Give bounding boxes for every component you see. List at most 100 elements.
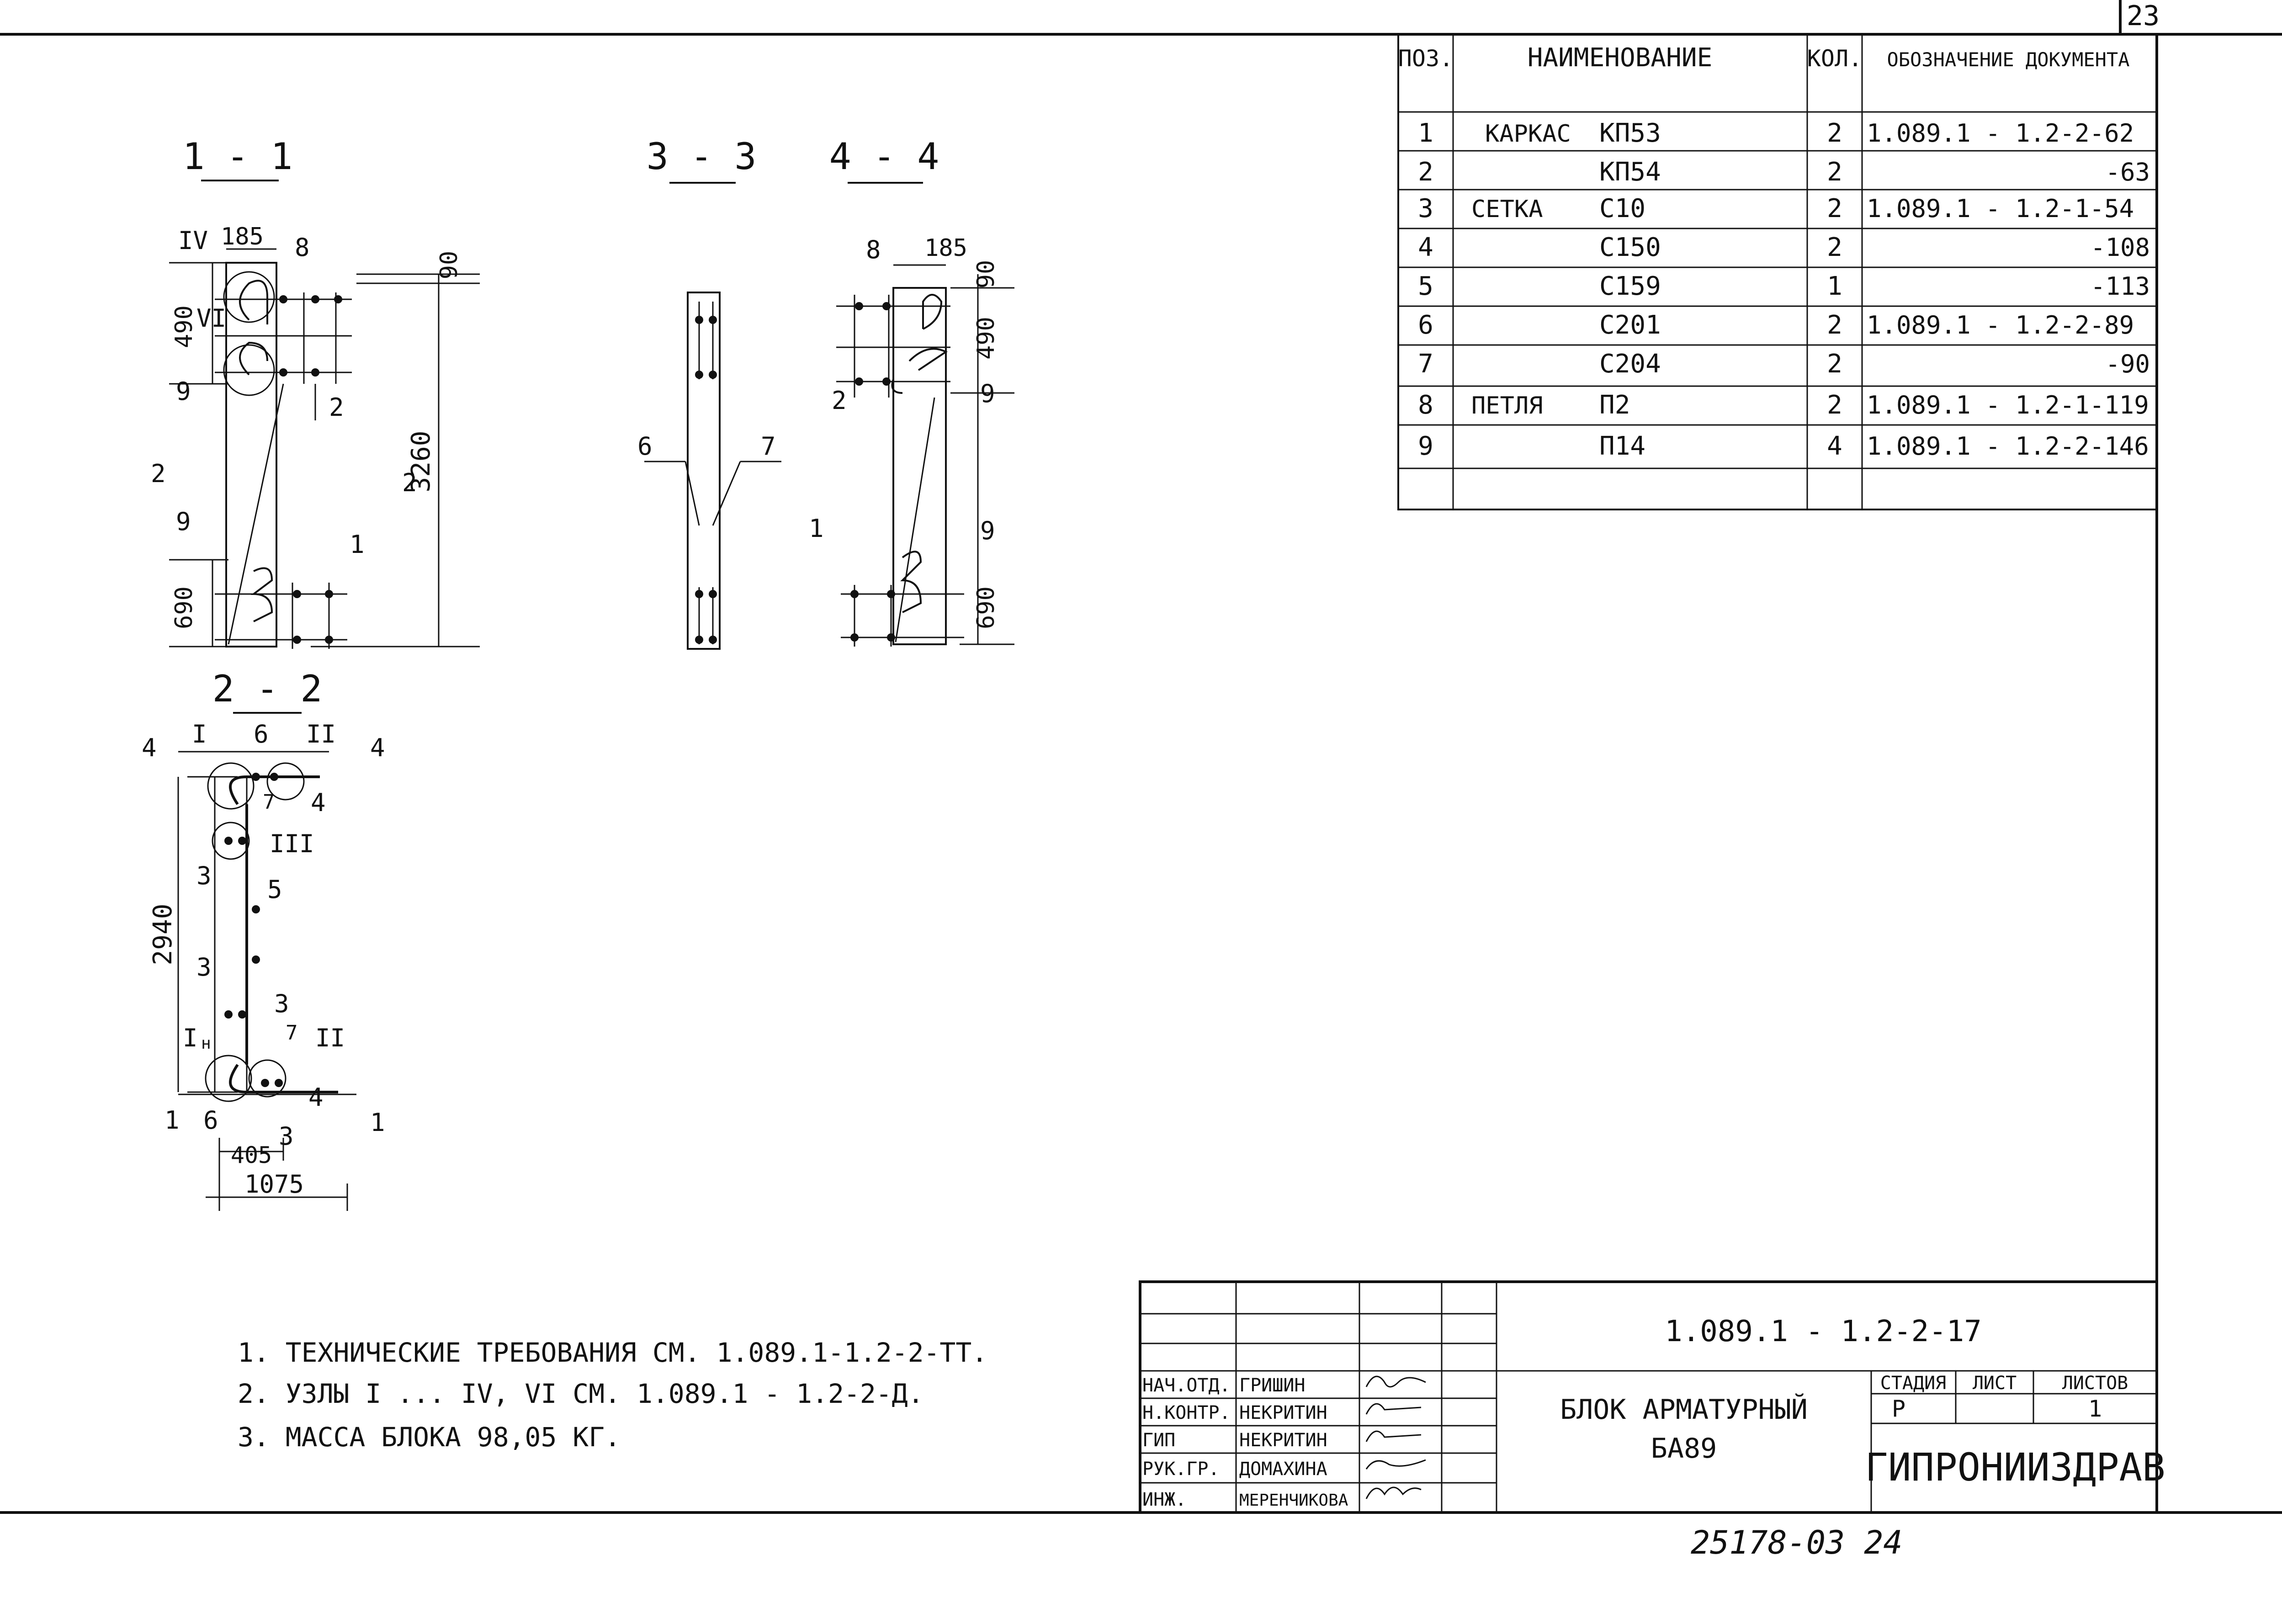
signature-4 (1365, 1459, 1426, 1470)
arrow-2-right: 2 (402, 468, 417, 497)
header-name: НАИМЕНОВАНИЕ (1528, 43, 1713, 73)
title-line1: БЛОК АРМАТУРНЫЙ (1560, 1393, 1808, 1426)
sig-name-3: НЕКРИТИН (1239, 1430, 1327, 1451)
mark-1: 1 (350, 530, 365, 559)
row-7-doc: -90 (2105, 350, 2150, 378)
mark-22-20: 1 (370, 1108, 385, 1137)
row-9-qty: 4 (1827, 431, 1842, 461)
mark-22-8: 3 (196, 861, 212, 890)
sig-role-2: Н.КОНТР. (1142, 1402, 1231, 1423)
row-3-pos: 3 (1418, 194, 1433, 223)
table-row: 9 П14 4 1.089.1 - 1.2-2-146 (1418, 431, 2149, 461)
sig-role-3: ГИП (1142, 1430, 1175, 1451)
mark-22-10: 3 (196, 953, 212, 982)
stage-value: Р (1892, 1396, 1905, 1422)
sheet-number: 23 (2127, 0, 2160, 32)
row-8-qty: 2 (1827, 390, 1842, 420)
mark-8: 8 (295, 233, 310, 262)
row-6-qty: 2 (1827, 310, 1842, 340)
row-2-pos: 2 (1418, 157, 1433, 187)
note-3: 3. МАССА БЛОКА 98,05 КГ. (238, 1422, 621, 1453)
row-1-doc: 1.089.1 - 1.2-2-62 (1867, 119, 2134, 148)
sheets-label: ЛИСТОВ (2062, 1373, 2128, 1394)
mark-22-1: I (192, 720, 207, 748)
sig-name-4: ДОМАХИНА (1239, 1459, 1327, 1480)
sig-name-5: МЕРЕНЧИКОВА (1239, 1491, 1348, 1510)
dim-90: 90 (435, 251, 463, 280)
section-3-3: 3 - 3 6 7 (637, 135, 781, 650)
mark-22-9: 5 (267, 875, 282, 904)
header-doc: ОБОЗНАЧЕНИЕ ДОКУМЕНТА (1887, 48, 2129, 71)
sig-name-1: ГРИШИН (1239, 1375, 1306, 1396)
row-6-doc: 1.089.1 - 1.2-2-89 (1867, 311, 2134, 340)
row-4-pos: 4 (1418, 233, 1433, 262)
mark-2-b: 2 (832, 386, 847, 415)
dim-490-b: 490 (972, 317, 1000, 360)
mark-22-2: 6 (254, 720, 269, 748)
mark-9-b: 9 (980, 379, 995, 408)
mark-22-16: н (201, 1034, 211, 1053)
row-2-mark: КП54 (1599, 157, 1661, 187)
mark-22-14: 4 (308, 1083, 324, 1112)
signature-1 (1365, 1375, 1426, 1388)
table-row: 3 СЕТКА С10 2 1.089.1 - 1.2-1-54 (1418, 194, 2134, 223)
row-8-mark: П2 (1599, 390, 1630, 420)
row-2-qty: 2 (1827, 157, 1842, 187)
header-pos: ПОЗ. (1398, 45, 1453, 72)
row-5-qty: 1 (1827, 271, 1842, 301)
row-7-qty: 2 (1827, 349, 1842, 379)
row-2-doc: -63 (2105, 158, 2150, 186)
section-1-1: 1 - 1 (151, 135, 480, 649)
table-row: 4 С150 2 -108 (1418, 233, 2150, 262)
row-4-qty: 2 (1827, 233, 1842, 262)
row-5-doc: -113 (2091, 272, 2150, 301)
arrow-2-left: 2 (151, 459, 166, 488)
org-name: ГИПРОНИИЗДРАВ (1865, 1445, 2165, 1490)
row-1-qty: 2 (1827, 118, 1842, 148)
signature-marks (1365, 1375, 1426, 1499)
mark-22-11: 3 (274, 989, 289, 1018)
mark-22-19: 3 (279, 1122, 294, 1151)
signature-5 (1365, 1486, 1422, 1499)
row-7-pos: 7 (1418, 349, 1433, 379)
sheet-label: ЛИСТ (1973, 1373, 2017, 1394)
section-1-1-label: 1 - 1 (183, 135, 293, 178)
sheets-value: 1 (2088, 1396, 2102, 1422)
section-4-4-label: 4 - 4 (829, 135, 939, 178)
row-4-doc: -108 (2091, 233, 2150, 262)
row-3-type: СЕТКА (1471, 196, 1543, 223)
row-3-mark: С10 (1599, 194, 1645, 223)
dim-690-b: 690 (972, 586, 1000, 629)
mark-7: 7 (761, 432, 776, 461)
mark-22-15: I (183, 1024, 198, 1052)
notes: 1. ТЕХНИЧЕСКИЕ ТРЕБОВАНИЯ СМ. 1.089.1-1.… (238, 1337, 987, 1453)
section-3-3-label: 3 - 3 (647, 135, 757, 178)
dim-405: 405 (231, 1142, 272, 1168)
row-7-mark: С204 (1599, 349, 1661, 379)
doc-code: 1.089.1 - 1.2-2-17 (1665, 1315, 1982, 1348)
mark-VI: VI (196, 304, 226, 333)
dim-690: 690 (170, 586, 198, 629)
mark-6: 6 (637, 432, 653, 461)
dim-3260: 3260 (406, 431, 436, 493)
mark-9: 9 (176, 377, 191, 406)
row-9-pos: 9 (1418, 431, 1433, 461)
section-2-2: 2 - 2 2940 (142, 668, 385, 1211)
note-2: 2. УЗЛЫ I ... IV, VI СМ. 1.089.1 - 1.2-2… (238, 1378, 924, 1409)
mark-8-b: 8 (866, 235, 881, 264)
sig-name-2: НЕКРИТИН (1239, 1402, 1327, 1423)
header-qty: КОЛ. (1807, 45, 1862, 72)
section-2-2-label: 2 - 2 (212, 668, 323, 710)
table-row: 5 С159 1 -113 (1418, 271, 2150, 301)
dim-1075: 1075 (244, 1170, 304, 1199)
row-6-pos: 6 (1418, 310, 1433, 340)
signature-3 (1365, 1430, 1422, 1442)
table-row: 6 С201 2 1.089.1 - 1.2-2-89 (1418, 310, 2134, 340)
footer-number: 25178-03 24 (1691, 1524, 1903, 1561)
table-row: 2 КП54 2 -63 (1418, 157, 2150, 187)
row-8-pos: 8 (1418, 390, 1433, 420)
sig-role-5: ИНЖ. (1142, 1489, 1186, 1510)
mark-22-17: 1 (165, 1106, 180, 1135)
sig-role-4: РУК.ГР. (1142, 1459, 1220, 1480)
